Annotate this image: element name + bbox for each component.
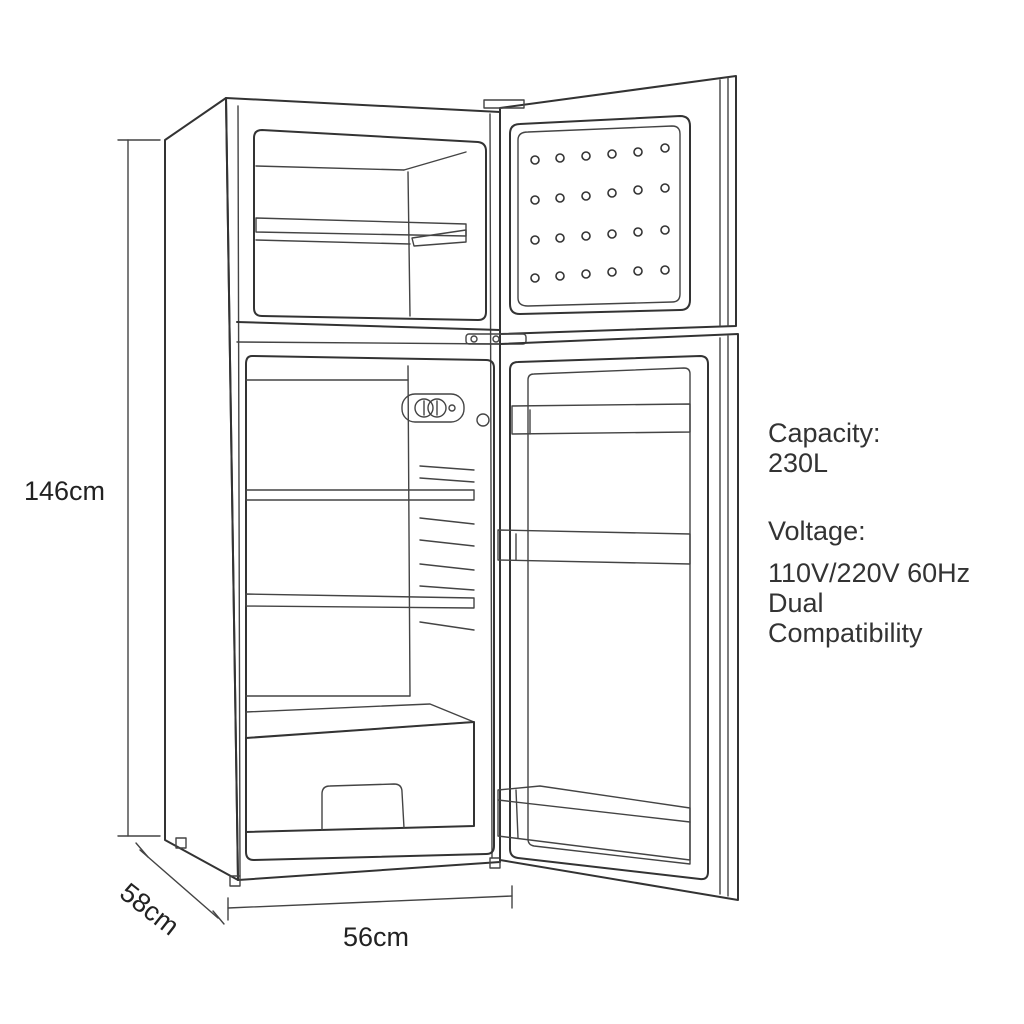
voltage-label: Voltage: (768, 516, 866, 546)
width-label: 56cm (343, 922, 409, 952)
voltage-spec: Voltage: 110V/220V 60Hz Dual Compatibili… (768, 516, 970, 648)
light-icon (476, 413, 490, 427)
capacity-value: 230L (768, 448, 829, 478)
voltage-line-1: 110V/220V 60Hz (768, 558, 971, 588)
height-dimension: 146cm (24, 139, 161, 837)
door-gasket-holes (530, 143, 670, 283)
fridge-compartment (245, 355, 495, 861)
thermostat-dial[interactable] (401, 393, 465, 423)
fridge-cabinet (164, 97, 501, 887)
freezer-shelf (255, 217, 467, 237)
depth-dimension: 58cm (114, 842, 225, 941)
door-bin-bottom[interactable] (497, 785, 691, 861)
capacity-spec: Capacity: 230L (768, 418, 881, 478)
fridge-shelf-lower (245, 593, 475, 609)
height-label: 146cm (24, 476, 105, 506)
freezer-compartment (253, 129, 487, 321)
fridge-shelf-upper (245, 489, 475, 501)
door-bin-middle[interactable] (497, 529, 691, 565)
voltage-line-3: Compatibility (768, 618, 923, 648)
freezer-door[interactable] (465, 75, 737, 345)
capacity-label: Capacity: (768, 418, 881, 448)
door-bin-top[interactable] (511, 403, 691, 435)
voltage-line-2: Dual (768, 588, 824, 618)
width-dimension: 56cm (227, 885, 513, 952)
fridge-door[interactable] (497, 333, 739, 901)
depth-label: 58cm (114, 877, 185, 941)
crisper-drawer[interactable] (245, 703, 475, 833)
hinge (465, 333, 527, 345)
